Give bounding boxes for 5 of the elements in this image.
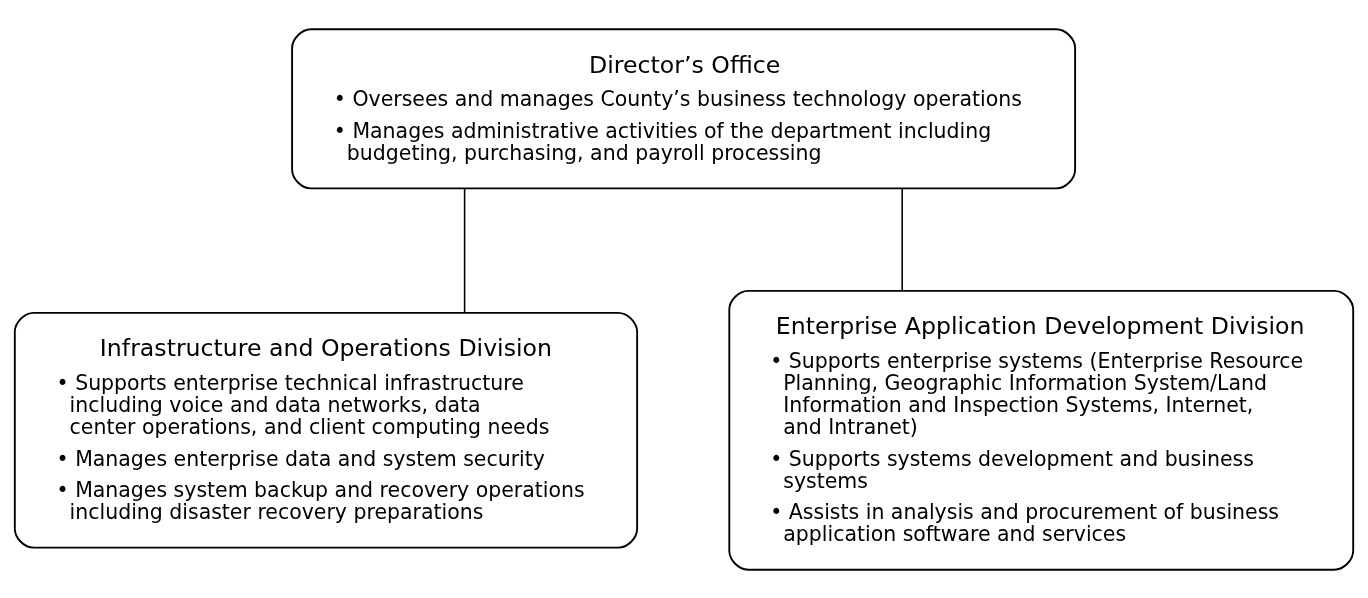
node-box: Director’s Office • Oversees and manages County’s business technology operations • Manages administrative activities of the department including budgeting, purchasing, and payroll processing — [291, 27, 1077, 189]
node-box: Infrastructure and Operations Division • Supports enterprise technical infrastructure including voice and data networks, data center operations, and client computing needs • Manages enterprise data and system security • Manages system backup and recovery operations including disaster recovery preparations — [13, 311, 639, 549]
connector — [901, 187, 903, 291]
connector — [463, 187, 466, 313]
node-box: Enterprise Application Development Division • Supports enterprise systems (Enterprise Resource Planning, Geographic Information System/Land Information and Inspection Systems, Internet, and Intranet) • Supports systems development and business systems • Assists in analysis and procurement of business application software and services — [728, 289, 1355, 571]
